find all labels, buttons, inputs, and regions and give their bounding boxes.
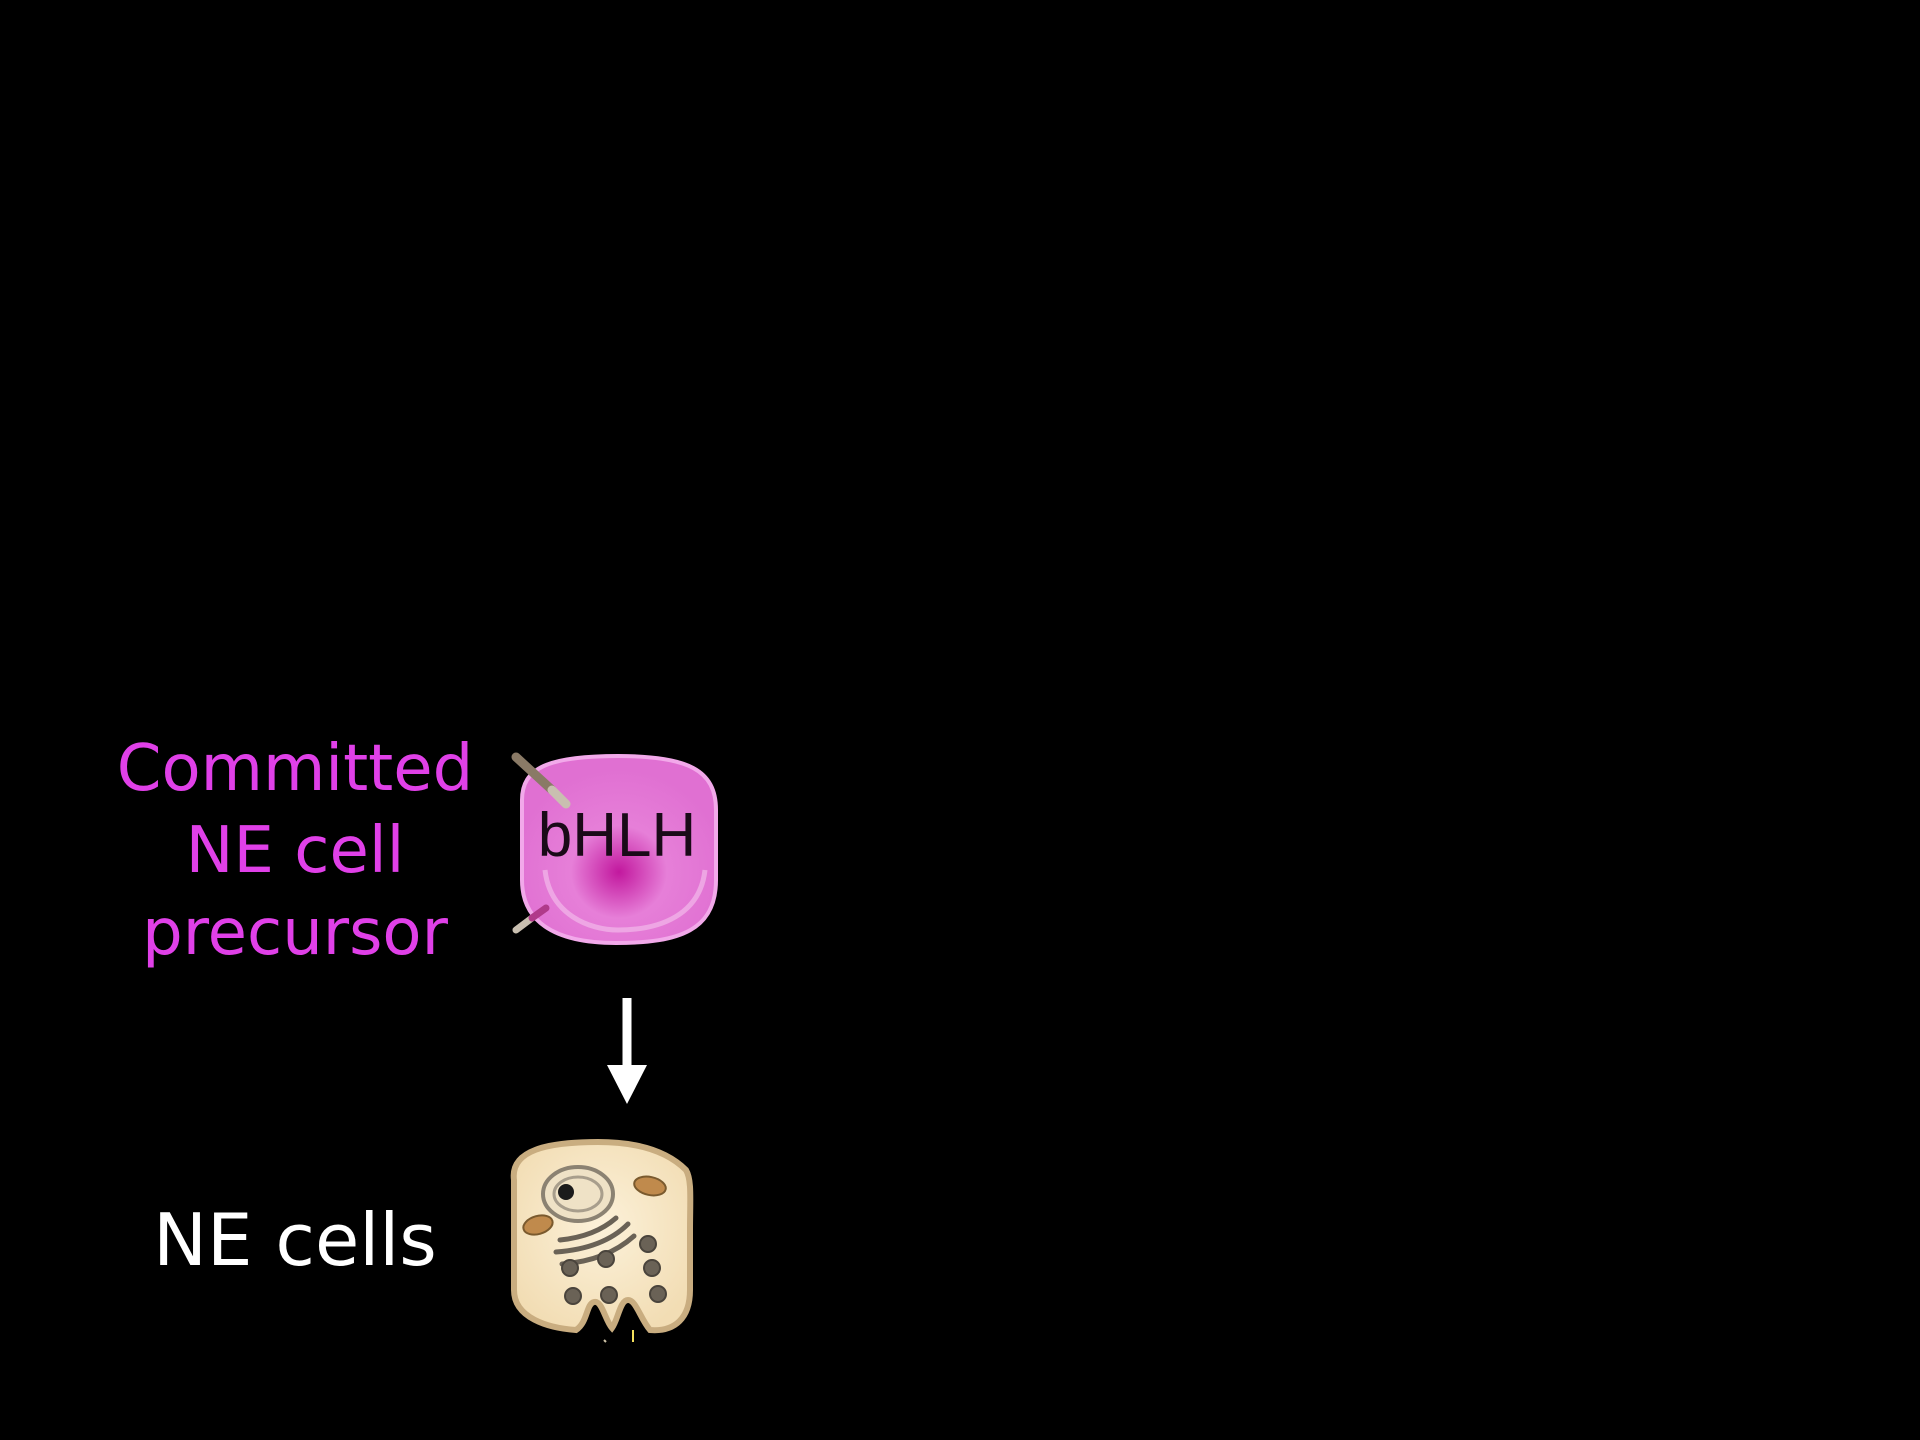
bhlh-marker-label: bHLH (538, 801, 697, 870)
mitochondrion-icon (522, 1214, 554, 1236)
receptor-top-icon (511, 752, 571, 809)
precursor-label: Committed NE cell precursor (116, 732, 474, 970)
precursor-cell-icon: bHLH (511, 752, 718, 946)
nucleolus-icon (558, 1184, 574, 1200)
neuroendocrine-cell-icon (510, 1138, 694, 1343)
ne-cells-label: NE cells (153, 1198, 437, 1282)
receptor-bottom-icon (512, 904, 550, 934)
down-arrow-icon (607, 998, 647, 1104)
mitochondrion-icon (633, 1175, 667, 1197)
secretory-granules (561, 1235, 667, 1305)
